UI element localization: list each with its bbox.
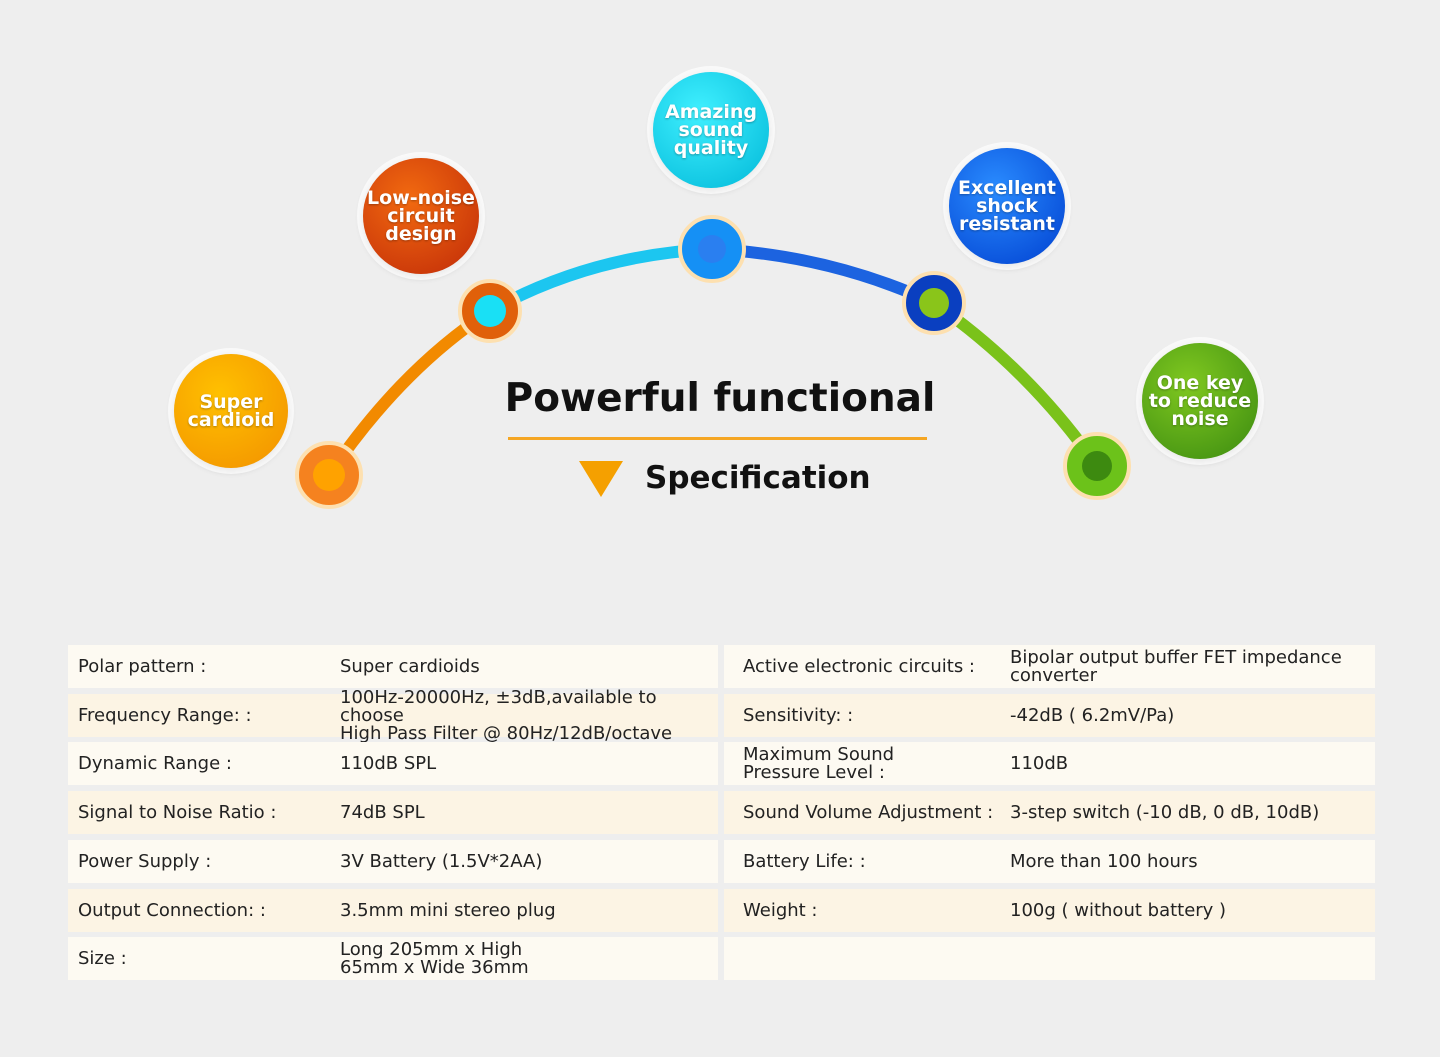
spec-row: Maximum Sound Pressure Level : 110dB	[724, 742, 1375, 785]
spec-row: Sensitivity: : -42dB ( 6.2mV/Pa)	[724, 694, 1375, 737]
spec-label: Maximum Sound Pressure Level :	[743, 743, 895, 783]
title-divider	[508, 437, 927, 440]
arc-node-1	[295, 441, 363, 509]
spec-row	[724, 937, 1375, 980]
spec-label: Weight :	[743, 899, 818, 921]
spec-value: 74dB SPL	[340, 801, 425, 823]
spec-value: Super cardioids	[340, 655, 480, 677]
spec-label: Output Connection: :	[78, 899, 266, 921]
spec-value: Bipolar output buffer FET impedance conv…	[1010, 646, 1342, 686]
spec-row: Frequency Range: : 100Hz-20000Hz, ±3dB,av…	[68, 688, 718, 742]
feature-arc-diagram	[295, 215, 1131, 509]
spec-value: 100Hz-20000Hz, ±3dB,available to choose …	[340, 686, 673, 744]
spec-label: Polar pattern :	[78, 655, 207, 677]
spec-row: Output Connection: : 3.5mm mini stereo pl…	[68, 889, 718, 932]
spec-row: Power Supply : 3V Battery (1.5V*2AA)	[68, 840, 718, 883]
feature-bubble-shock-resistant: Excellent shock resistant	[949, 148, 1065, 264]
spec-value: 110dB SPL	[340, 752, 437, 774]
feature-bubble-low-noise: Low-noise circuit design	[363, 158, 479, 274]
spec-value: Long 205mm x High 65mm x Wide 36mm	[340, 938, 529, 978]
spec-label: Size :	[78, 947, 127, 969]
spec-row: Size : Long 205mm x High 65mm x Wide 36mm	[68, 937, 718, 980]
spec-label: Power Supply :	[78, 850, 212, 872]
triangle-down-icon	[579, 461, 623, 497]
spec-label: Sensitivity: :	[743, 704, 854, 726]
spec-row: Dynamic Range : 110dB SPL	[68, 742, 718, 785]
spec-label: Battery Life: :	[743, 850, 866, 872]
spec-value: 3V Battery (1.5V*2AA)	[340, 850, 543, 872]
spec-row: Polar pattern : Super cardioids	[68, 645, 718, 688]
spec-value: 3-step switch (-10 dB, 0 dB, 10dB)	[1010, 801, 1320, 823]
arc-node-5	[1063, 432, 1131, 500]
section-title: Powerful functional	[504, 376, 936, 421]
spec-row: Active electronic circuits : Bipolar outp…	[724, 645, 1375, 688]
spec-label: Active electronic circuits :	[743, 655, 975, 677]
arc-node-2	[458, 279, 522, 343]
spec-label: Frequency Range: :	[78, 704, 252, 726]
spec-label: Signal to Noise Ratio :	[78, 801, 277, 823]
spec-row: Battery Life: : More than 100 hours	[724, 840, 1375, 883]
feature-bubble-noise-reduce: One key to reduce noise	[1142, 343, 1258, 459]
arc-segment-cyan	[487, 243, 713, 317]
arc-segment-blue	[711, 243, 937, 309]
spec-value: 100g ( without battery )	[1010, 899, 1227, 921]
section-subtitle: Specification	[645, 460, 871, 496]
spec-value: 110dB	[1010, 752, 1069, 774]
feature-bubble-sound-quality: Amazing sound quality	[653, 72, 769, 188]
spec-label: Sound Volume Adjustment :	[743, 801, 994, 823]
spec-label: Dynamic Range :	[78, 752, 232, 774]
spec-value: -42dB ( 6.2mV/Pa)	[1010, 704, 1175, 726]
spec-value: 3.5mm mini stereo plug	[340, 899, 556, 921]
spec-row: Signal to Noise Ratio : 74dB SPL	[68, 791, 718, 834]
arc-node-3	[678, 215, 746, 283]
feature-bubble-super-cardioid: Super cardioid	[174, 354, 288, 468]
spec-row: Sound Volume Adjustment : 3-step switch (…	[724, 791, 1375, 834]
spec-value: More than 100 hours	[1010, 850, 1198, 872]
spec-row: Weight : 100g ( without battery )	[724, 889, 1375, 932]
arc-node-4	[902, 271, 966, 335]
